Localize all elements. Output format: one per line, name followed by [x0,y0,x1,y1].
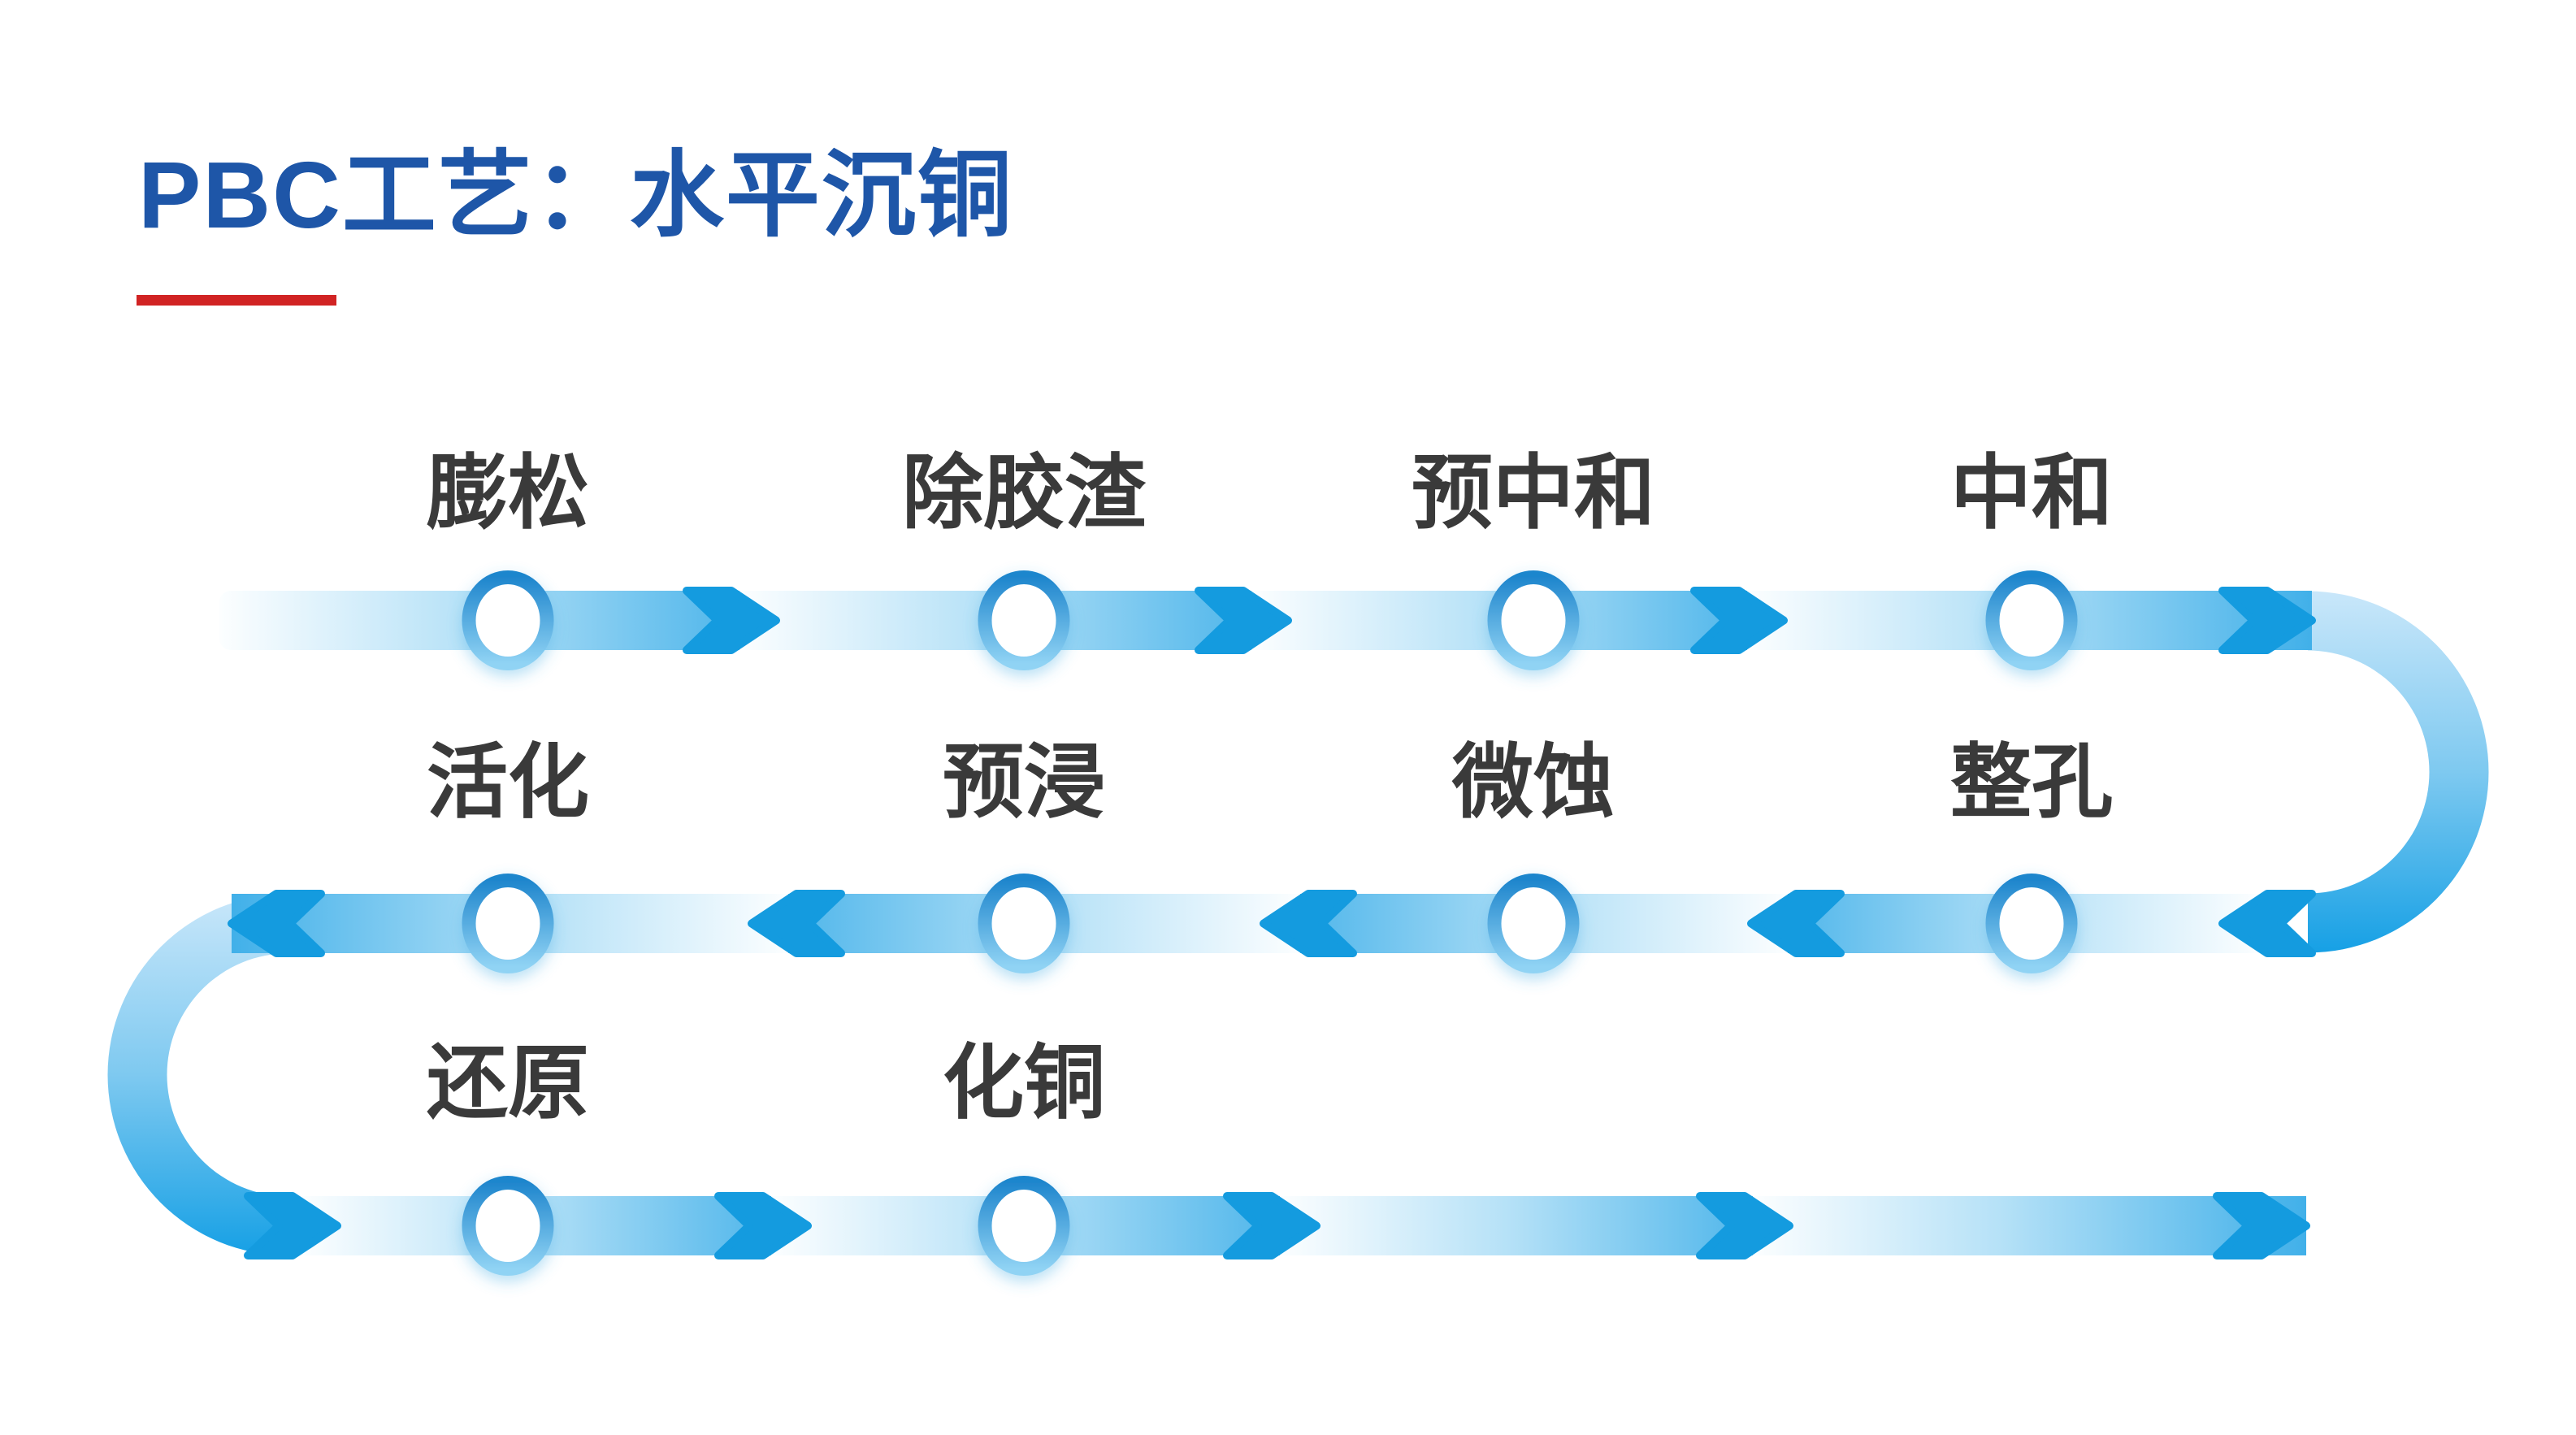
arrow-left-icon [1260,890,1357,957]
step-node [978,570,1070,670]
step-label-huatong: 化铜 [943,1038,1105,1129]
step-label-yujin: 预浸 [943,737,1105,828]
step-node [462,570,554,670]
step-node [1487,570,1580,670]
u-turn-arc-left [107,894,288,1256]
arrow-right-icon [2218,587,2316,654]
step-node [462,1176,554,1276]
step-node [462,874,554,973]
step-label-zhonghe: 中和 [1950,448,2113,539]
arrow-right-icon [714,1192,812,1259]
step-label-pengsong: 膨松 [427,448,589,539]
step-node [978,874,1070,973]
step-node [1985,874,2078,973]
step-label-huanyuan: 还原 [427,1038,589,1129]
step-label-yuzhonghe: 预中和 [1412,448,1655,539]
title-underline [137,295,336,306]
step-label-weishi: 微蚀 [1452,737,1615,828]
arrow-left-icon [1747,890,1845,957]
arrow-right-icon [683,587,780,654]
step-label-chujiaozha: 除胶渣 [902,448,1146,539]
u-turn-arc-right [2308,591,2489,953]
arrow-right-icon [1690,587,1788,654]
arrow-right-icon [244,1192,341,1259]
step-label-huohua: 活化 [427,737,589,828]
page-title: PBC工艺：水平沉铜 [138,142,1013,248]
arrow-left-icon [748,890,845,957]
step-label-zhengkong: 整孔 [1950,737,2113,828]
step-node [1985,570,2078,670]
arrow-right-icon [1696,1192,1793,1259]
arrow-left-icon [2218,890,2316,957]
arrow-right-icon [1223,1192,1321,1259]
arrow-right-icon [2213,1192,2310,1259]
step-node [1487,874,1580,973]
arrow-right-icon [1195,587,1292,654]
step-node [978,1176,1070,1276]
arrow-left-icon [228,890,325,957]
flow-track-segment [1753,1196,2306,1255]
